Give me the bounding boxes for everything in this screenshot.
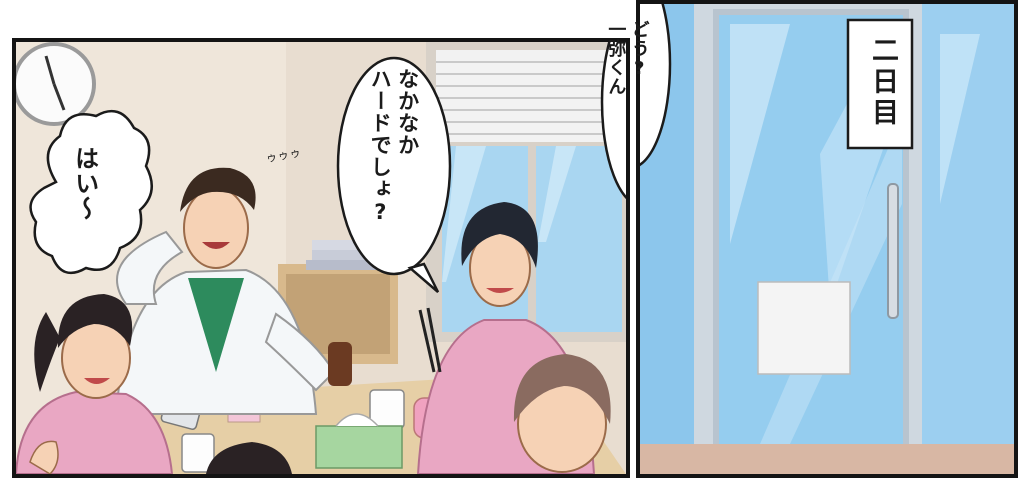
left-girl-character: [16, 294, 174, 474]
caption-box: [846, 18, 914, 150]
door-notice: [757, 281, 851, 375]
nurse-dialogue: どう? 一弥くん: [605, 20, 650, 96]
window: [426, 42, 626, 342]
break-room-panel: はい〜 なかなか ハードでしょ? ゥゥゥ: [12, 38, 630, 478]
door-handle: [887, 183, 899, 319]
break-room-scene: [16, 42, 626, 474]
glass-door-scene: [640, 4, 1014, 474]
foreground-head: [206, 442, 292, 474]
wall-clock: [16, 42, 96, 126]
left-girl-speech-bubble: [29, 109, 153, 275]
doctor-dialogue: なかなか ハードでしょ?: [368, 68, 420, 225]
foreground-boy-character: [513, 354, 611, 473]
left-girl-dialogue: はい〜: [70, 146, 99, 221]
doctor-character: [114, 167, 352, 415]
door-panel: 二日目: [636, 0, 1018, 478]
doctor-speech-bubble: [336, 56, 452, 276]
caption-day-two: 二日目: [867, 36, 898, 129]
